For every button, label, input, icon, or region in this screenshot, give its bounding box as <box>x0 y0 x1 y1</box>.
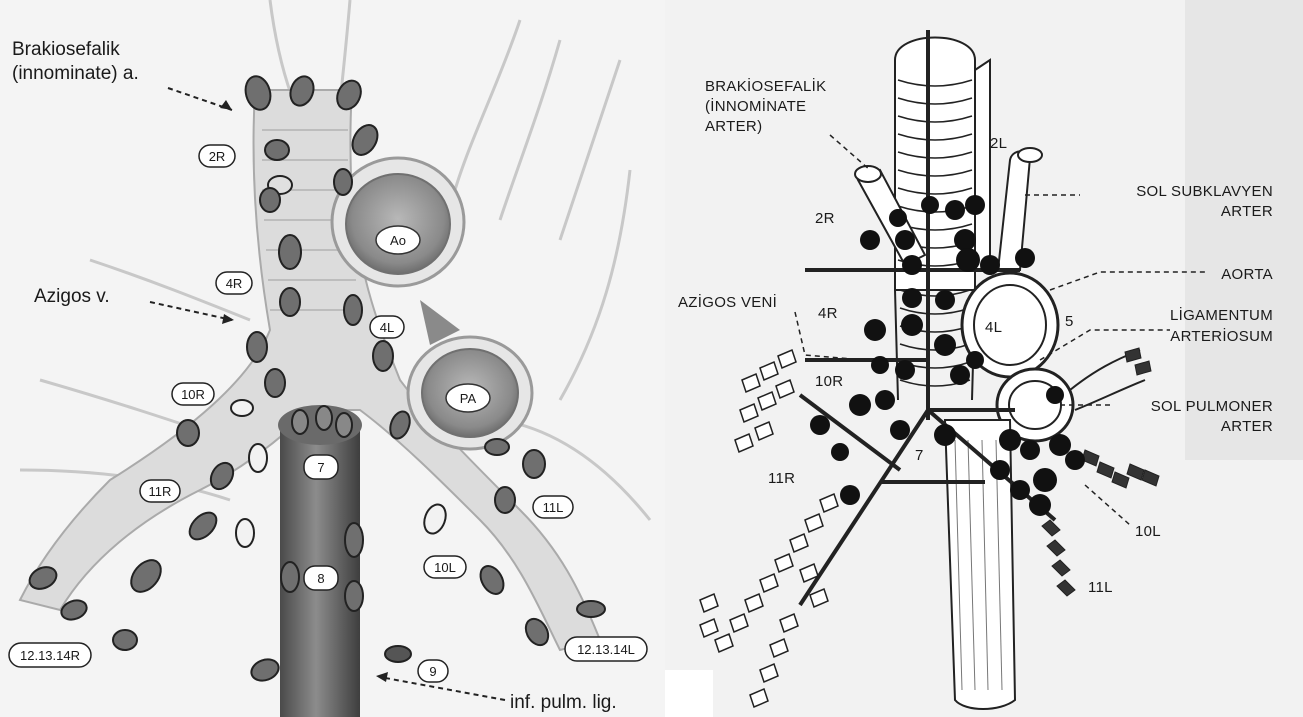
station-4l-label: 4L <box>985 319 1002 336</box>
left-mediastinal-diagram: Ao PA <box>0 0 665 717</box>
pa-label: PA <box>460 391 477 406</box>
ligamentum-label-line2: ARTERİOSUM <box>1170 327 1273 345</box>
station-7-label: 7 <box>317 460 324 475</box>
ao-label: Ao <box>390 233 406 248</box>
station-2l-label: 2L <box>990 135 1007 152</box>
brachiocephalic-label-line3: ARTER) <box>705 118 762 135</box>
brachiocephalic-leader <box>830 135 870 170</box>
station-2r-label: 2R <box>209 149 226 164</box>
ligamentum-leader <box>1040 330 1170 360</box>
brachiocephalic-label-line1: BRAKİOSEFALİK <box>705 77 826 95</box>
station-10l-label: 10L <box>434 560 456 575</box>
esophagus-vessel <box>278 405 362 717</box>
station-10l-leader <box>1085 485 1130 525</box>
station-7-label: 7 <box>915 447 924 464</box>
left-diagram-panel: Ao PA <box>0 0 665 717</box>
station-11l-label: 11L <box>543 500 564 515</box>
station-11l-label: 11L <box>1088 579 1113 596</box>
blank-patch <box>665 670 713 717</box>
azygos-arrow <box>150 302 232 320</box>
azygos-label: Azigos v. <box>34 286 110 307</box>
station-12-13-14l-label: 12.13.14L <box>577 642 635 657</box>
inf-pulm-lig-label: inf. pulm. lig. <box>510 692 617 713</box>
station-4l-label: 4L <box>380 320 394 335</box>
right-diagram-panel: 2L 2R 4R 4L 5 10R 11R 7 10L 11L BRAKİOSE… <box>665 0 1303 717</box>
pulmonary-label-line2: ARTER <box>1221 418 1273 435</box>
station-8-label: 8 <box>317 571 324 586</box>
station-12-13-14r-label: 12.13.14R <box>20 648 80 663</box>
ligamentum-label-line1: LİGAMENTUM <box>1170 306 1273 324</box>
station-5-label: 5 <box>1065 313 1074 330</box>
brachiocephalic-label-line1: Brakiosefalik <box>12 39 120 60</box>
pulmonary-artery-vessel: PA <box>408 300 532 449</box>
subclavian-label-line1: SOL SUBKLAVYEN <box>1136 183 1273 200</box>
aorta-label: AORTA <box>1221 266 1273 283</box>
bronchi-schematic <box>700 350 838 707</box>
brachiocephalic-label-line2: (İNNOMİNATE <box>705 97 806 115</box>
subclavian-label-line2: ARTER <box>1221 203 1273 220</box>
station-4r-label: 4R <box>226 276 243 291</box>
station-2r-label: 2R <box>815 210 835 227</box>
station-4r-label: 4R <box>818 305 838 322</box>
azygos-label: AZİGOS VENİ <box>678 293 777 311</box>
right-mediastinal-diagram: 2L 2R 4R 4L 5 10R 11R 7 10L 11L BRAKİOSE… <box>665 0 1303 717</box>
station-9-label: 9 <box>429 664 436 679</box>
aorta-leader <box>1050 272 1205 290</box>
station-10r-label: 10R <box>815 373 843 390</box>
station-10l-label: 10L <box>1135 523 1161 540</box>
inf-pulm-arrowhead <box>376 672 388 682</box>
azygos-arrowhead <box>222 314 234 324</box>
page-shade <box>1185 0 1303 460</box>
station-11r-label: 11R <box>768 470 795 487</box>
pulmonary-label-line1: SOL PULMONER <box>1151 398 1273 415</box>
brachiocephalic-arrowhead <box>220 100 232 110</box>
station-10r-label: 10R <box>181 387 205 402</box>
station-11r-label: 11R <box>149 484 172 499</box>
brachiocephalic-label-line2: (innominate) a. <box>12 63 139 84</box>
